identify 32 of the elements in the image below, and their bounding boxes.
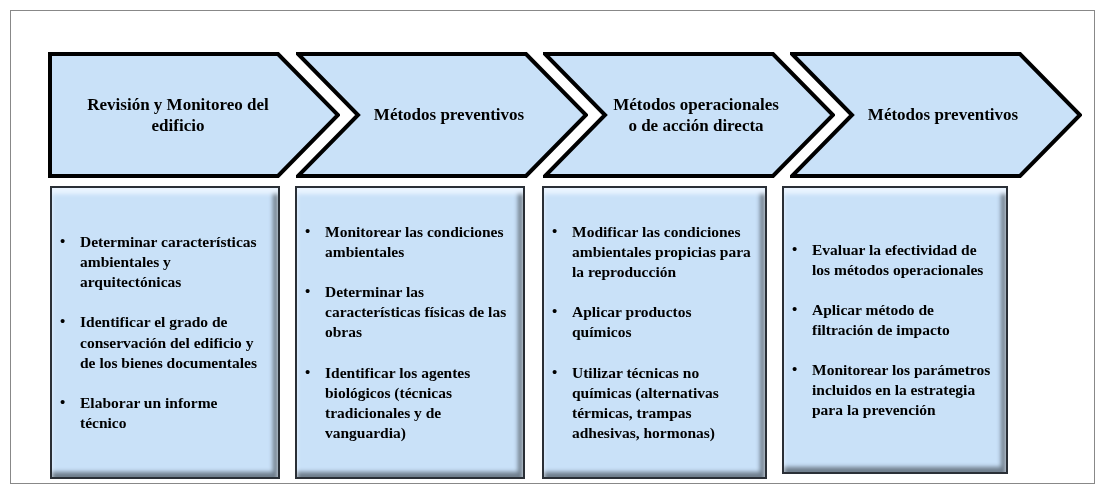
step-title: Métodos preventivos bbox=[373, 104, 525, 126]
bullet-mark: • bbox=[792, 360, 799, 380]
bullet-mark: • bbox=[305, 362, 312, 382]
bullet-text: Aplicar método de filtración de impacto bbox=[812, 299, 951, 340]
bullet-mark: • bbox=[305, 282, 312, 302]
bullet-mark: • bbox=[305, 221, 312, 241]
bullet-text: Utilizar técnicas no químicas (alternativas térmicas, trampas adhesivas, hormonas) bbox=[572, 362, 720, 443]
bullet-mark: • bbox=[552, 302, 559, 322]
step-detail-box bbox=[50, 186, 280, 479]
bullet-text: Monitorear los parámetros incluidos en la estrategia para la prevención bbox=[812, 360, 992, 421]
bullet-text: Determinar las características físicas de las obras bbox=[325, 282, 508, 343]
bullet-mark: • bbox=[792, 239, 799, 259]
bullet-text: Monitorear las condiciones ambientales bbox=[325, 221, 505, 262]
bullet-text: Evaluar la efectividad de los métodos operacionales bbox=[812, 239, 985, 280]
bullet-mark: • bbox=[792, 299, 799, 319]
step-title: Métodos preventivos bbox=[867, 104, 1019, 126]
step-detail-box bbox=[295, 186, 525, 479]
bullet-text: Identificar el grado de conservación del edificio y de los bienes documentales bbox=[80, 312, 258, 373]
step-detail-box bbox=[542, 186, 767, 479]
bullet-mark: • bbox=[552, 221, 559, 241]
bullet-mark: • bbox=[60, 392, 67, 412]
bullet-text: Elaborar un informe técnico bbox=[80, 392, 219, 433]
step-title: Métodos operacionales o de acción directa bbox=[612, 93, 780, 137]
step-detail-box bbox=[782, 186, 1008, 474]
bullet-mark: • bbox=[60, 231, 67, 251]
bullet-text: Determinar características ambientales y arquitectónicas bbox=[80, 231, 258, 293]
bullet-text: Modificar las condiciones ambientales propicias para la reproducción bbox=[572, 221, 752, 283]
bullet-mark: • bbox=[552, 362, 559, 382]
step-title: Revisión y Monitoreo del edificio bbox=[86, 93, 270, 137]
bullet-text: Identificar los agentes biológicos (técnicas tradicionales y de vanguardia) bbox=[325, 362, 472, 443]
bullet-text: Aplicar productos químicos bbox=[572, 302, 693, 343]
bullet-mark: • bbox=[60, 312, 67, 332]
